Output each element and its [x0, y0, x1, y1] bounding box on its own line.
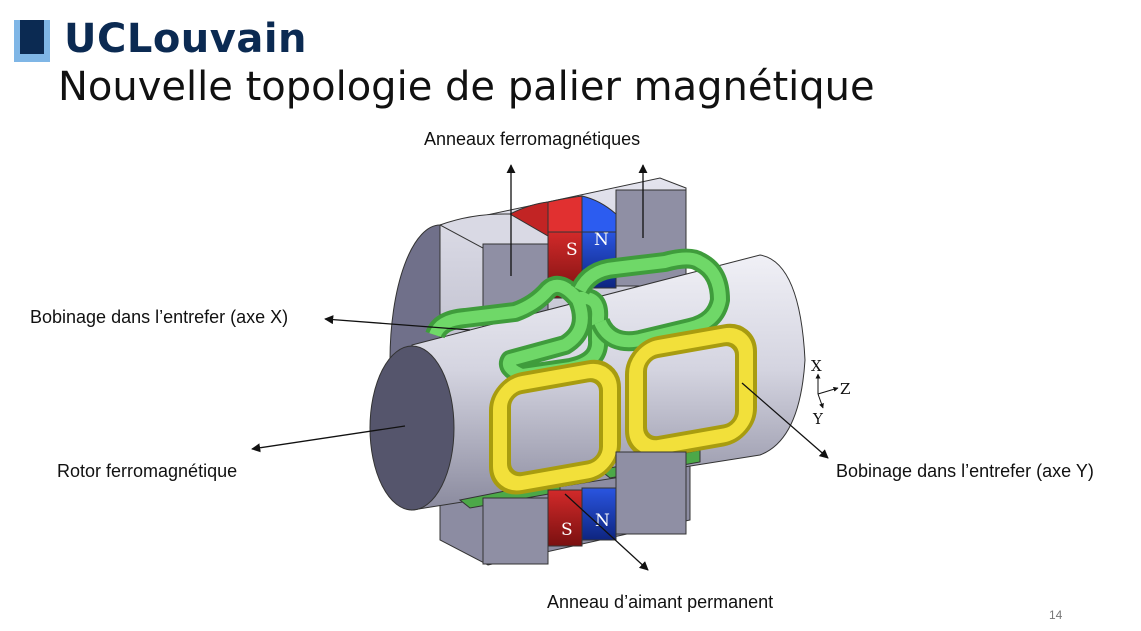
arrow-winding-y [741, 382, 829, 459]
slide-title: Nouvelle topologie de palier magnétique [58, 64, 875, 110]
label-rotor: Rotor ferromagnétique [57, 461, 238, 481]
ucl-logo: UCLouvain [14, 16, 308, 64]
label-ferromagnetic-rings: Anneaux ferromagnétiques [424, 129, 641, 149]
logo-mark-icon [14, 20, 50, 62]
label-winding-x: Bobinage dans l’entrefer (axe X) [30, 307, 289, 327]
axis-x-label: X [811, 357, 822, 375]
magnet-north-label-lower: N [595, 511, 610, 531]
arrow-winding-x [324, 315, 471, 331]
axis-triad [815, 373, 839, 409]
arrow-magnet [564, 493, 649, 571]
page-number: 14 [1049, 608, 1063, 622]
magnet-north-label-upper: N [594, 230, 609, 250]
lower-assembly [482, 451, 687, 565]
winding-y [489, 323, 757, 495]
label-permanent-magnet: Anneau d’aimant permanent [547, 592, 774, 612]
axis-y-label: Y [812, 410, 824, 428]
callout-arrows [251, 164, 829, 571]
magnet-south-label-upper: S [566, 240, 578, 260]
magnet-south-label-lower: S [561, 520, 573, 540]
logo-text: UCLouvain [64, 16, 308, 62]
axis-z-label: Z [840, 380, 850, 398]
label-winding-y: Bobinage dans l’entrefer (axe Y) [836, 461, 1094, 481]
arrow-rotor [251, 425, 406, 453]
